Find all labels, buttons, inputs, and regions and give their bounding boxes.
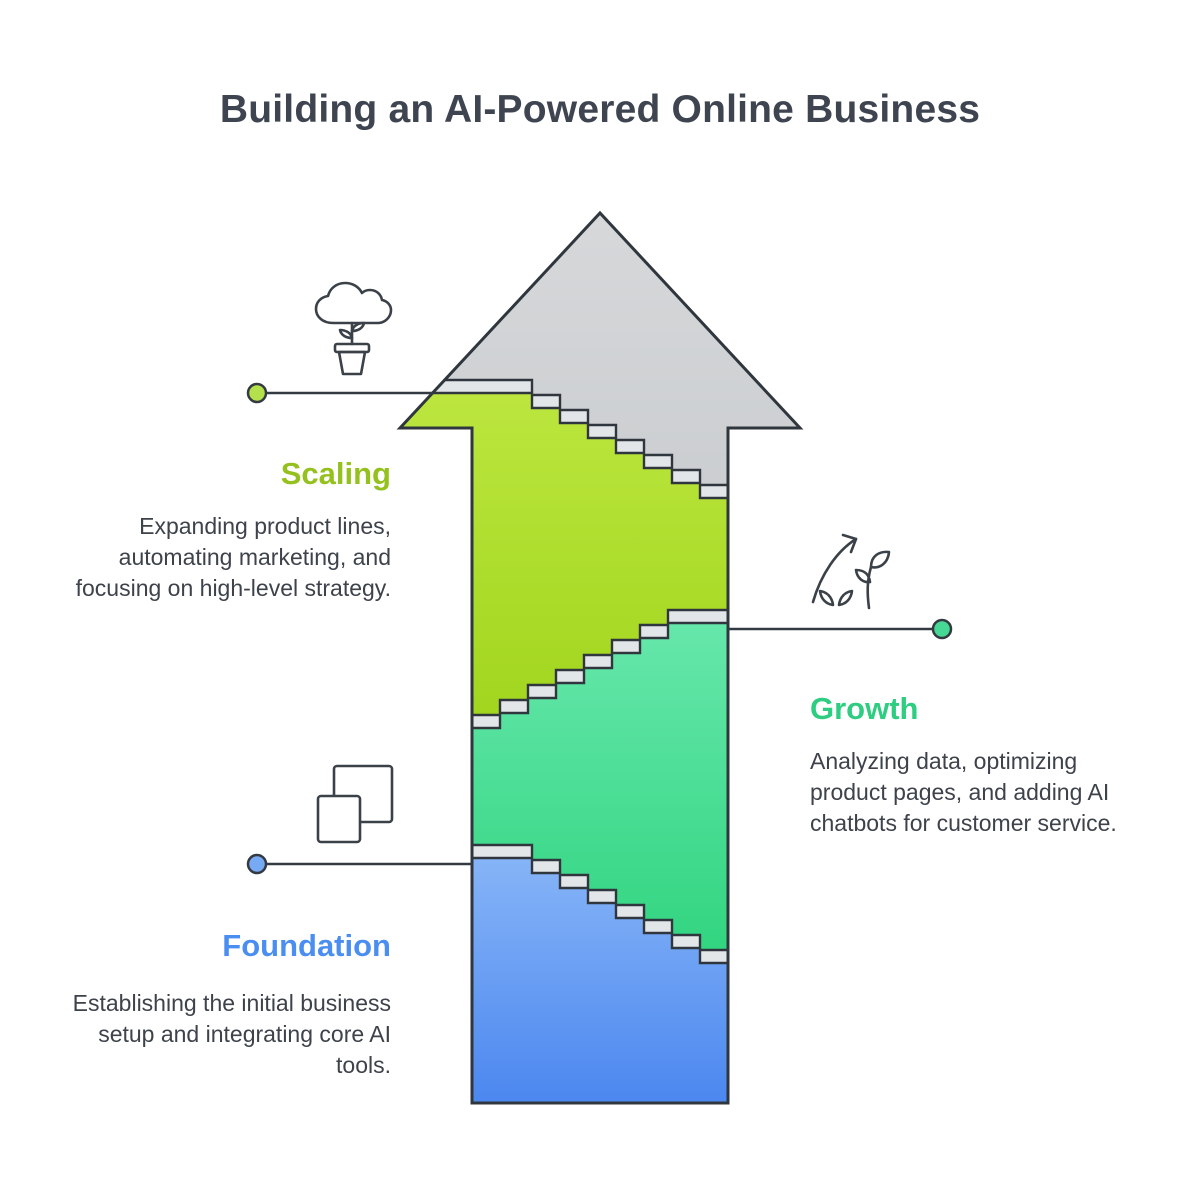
arrow-body: [400, 213, 800, 1103]
segment-growth: [472, 623, 728, 963]
segment-scaling: [400, 393, 728, 728]
foundation-connector-dot: [246, 853, 268, 875]
page-title: Building an AI-Powered Online Business: [219, 88, 981, 131]
blueprint-frame-icon: [316, 764, 394, 844]
stage-label-scaling: Scaling: [280, 456, 391, 491]
foundation-connector: [246, 853, 472, 875]
stage-label-foundation: Foundation: [222, 928, 391, 963]
growth-connector: [728, 618, 953, 640]
scaling-connector-dot: [246, 382, 268, 404]
sprout-growth-arrow-icon: [811, 533, 891, 610]
segment-foundation: [472, 858, 728, 1103]
stage-description-growth: Analyzing data, optimizing product pages…: [810, 748, 1117, 836]
potted-plant-icon: [314, 281, 393, 376]
stage-description-foundation: Establishing the initial business setup …: [72, 990, 391, 1078]
arrow-outline: [396, 210, 804, 1105]
growth-connector-dot: [931, 618, 953, 640]
stage-label-growth: Growth: [810, 691, 919, 726]
stage-description-scaling: Expanding product lines, automating mark…: [75, 513, 391, 601]
scaling-connector: [246, 382, 433, 404]
